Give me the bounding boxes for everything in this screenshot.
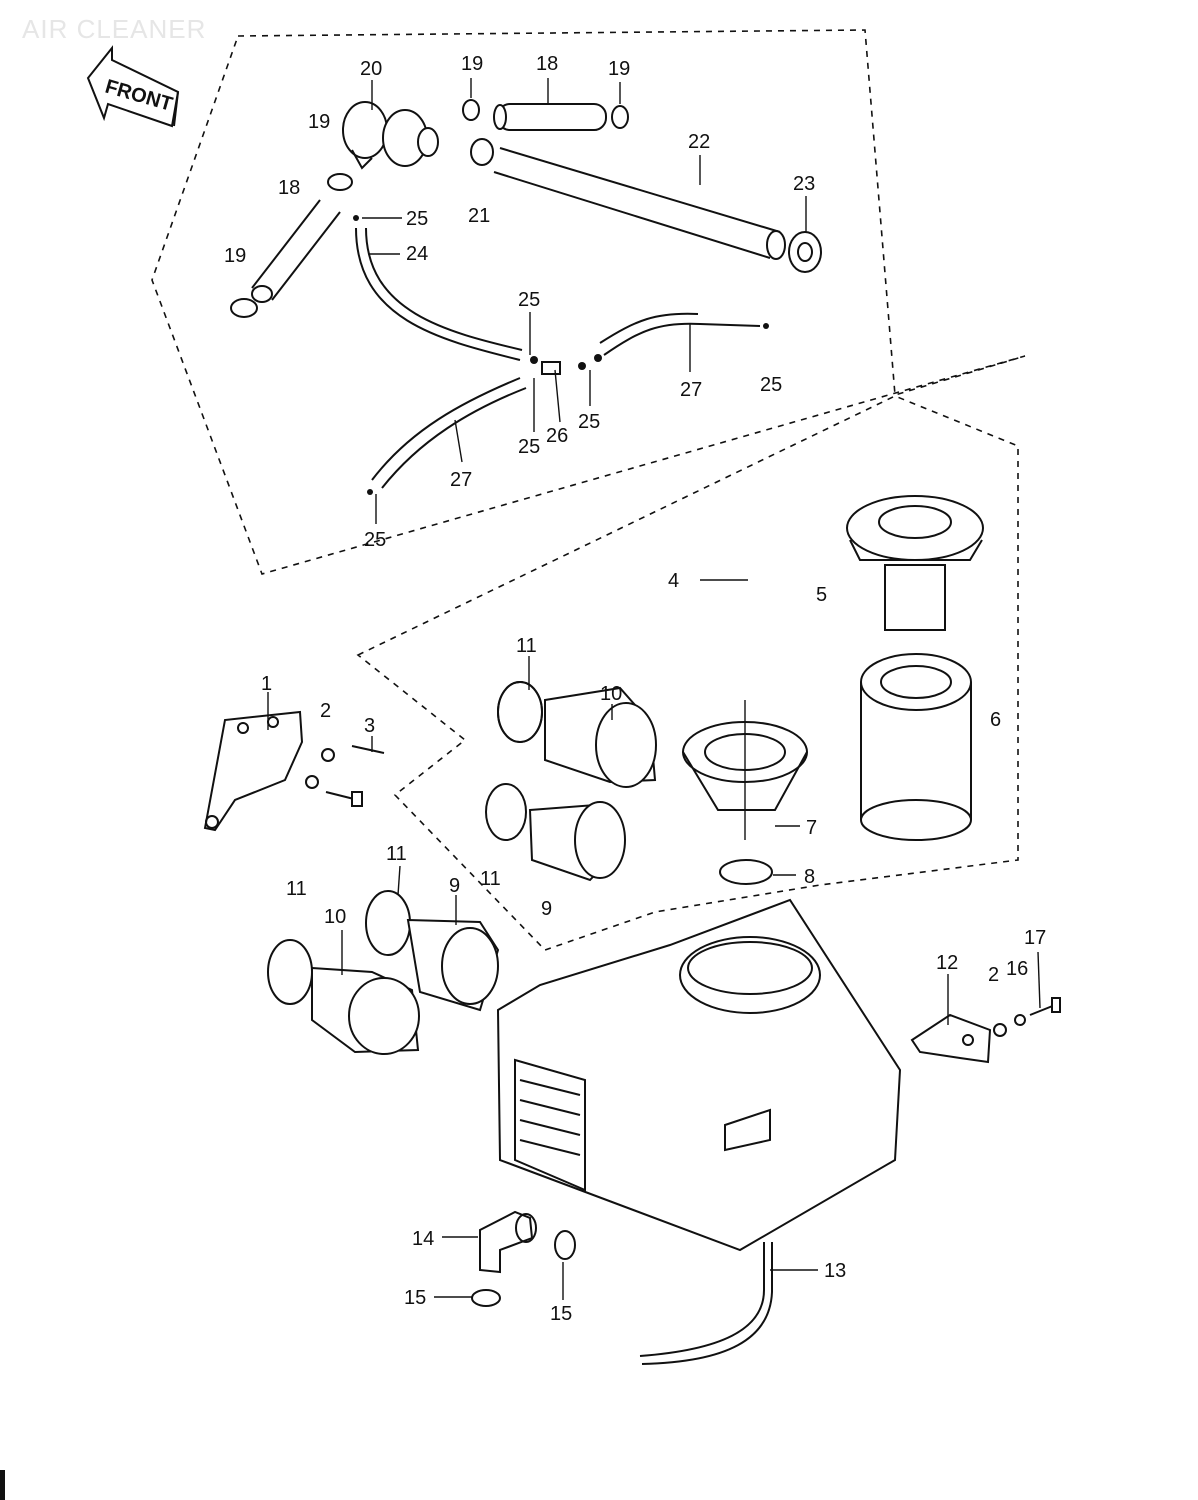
- callout-19: 19: [308, 111, 330, 133]
- page-edge-mark: [0, 1470, 5, 1500]
- callout-17: 17: [1024, 927, 1046, 949]
- grommet-23: [788, 231, 822, 273]
- bolt-17: [1029, 997, 1061, 1016]
- callout-11: 11: [286, 878, 307, 900]
- hose-27-left: [381, 387, 527, 489]
- clamp-19-c: [327, 173, 353, 191]
- callout-13: 13: [824, 1260, 846, 1282]
- callout-10: 10: [600, 683, 622, 705]
- callout-10: 10: [324, 906, 346, 928]
- callout-12: 12: [936, 952, 958, 974]
- callout-3: 3: [364, 715, 375, 737]
- hose-24: [355, 227, 521, 361]
- callout-7: 7: [806, 817, 817, 839]
- callout-25: 25: [578, 411, 600, 433]
- drain-hose-13: [639, 1242, 765, 1357]
- intake-duct-9-upper: [485, 783, 626, 882]
- callout-19: 19: [224, 245, 246, 267]
- callout-8: 8: [804, 866, 815, 888]
- callout-4: 4: [668, 570, 679, 592]
- oring-11-upper: [497, 681, 543, 743]
- callout-25: 25: [760, 374, 782, 396]
- hose-18-left: [251, 199, 341, 303]
- upper-group-outline: [151, 29, 1026, 575]
- callout-18: 18: [536, 53, 558, 75]
- filter-element-6: [860, 653, 972, 841]
- callout-1: 1: [261, 673, 272, 695]
- callout-2: 2: [320, 700, 331, 722]
- callout-18: 18: [278, 177, 300, 199]
- clamp-19-b: [611, 105, 629, 129]
- callout-25: 25: [518, 289, 540, 311]
- callout-9: 9: [449, 875, 460, 897]
- callout-23: 23: [793, 173, 815, 195]
- hose-22: [493, 147, 786, 260]
- front-label: FRONT: [103, 76, 175, 116]
- callout-20: 20: [360, 58, 382, 80]
- lower-group-outline: [356, 395, 1019, 951]
- nut-2-left: [305, 748, 335, 789]
- intake-duct-9-lower: [365, 890, 500, 1012]
- hose-27-right: [603, 322, 761, 356]
- nut-2-right: [993, 1023, 1007, 1037]
- callout-25: 25: [518, 436, 540, 458]
- callout-15: 15: [404, 1287, 426, 1309]
- callout-24: 24: [406, 243, 428, 265]
- callout-11: 11: [480, 868, 501, 890]
- callout-16: 16: [1006, 958, 1028, 980]
- callout-11: 11: [516, 635, 537, 657]
- leader-lines: [267, 78, 1041, 1300]
- callout-27: 27: [680, 379, 702, 401]
- intake-duct-10-lower: [267, 939, 420, 1055]
- callout-14: 14: [412, 1228, 434, 1250]
- elbow-14: [479, 1210, 537, 1274]
- hose-18-top: [493, 103, 607, 131]
- clamp-15-right: [554, 1230, 576, 1260]
- washer-16: [1014, 1014, 1026, 1026]
- front-arrow-icon: FRONT: [86, 45, 180, 128]
- t-fitting-26: [530, 354, 602, 375]
- callout-27: 27: [450, 469, 472, 491]
- clamp-19-a: [462, 99, 480, 121]
- callout-11: 11: [386, 843, 407, 865]
- callout-25: 25: [364, 529, 386, 551]
- callout-6: 6: [990, 709, 1001, 731]
- clamp-15-bottom: [471, 1289, 501, 1307]
- callout-26: 26: [546, 425, 568, 447]
- air-cleaner-case: [496, 898, 902, 1252]
- callout-15: 15: [550, 1303, 572, 1325]
- clamp-21: [470, 138, 494, 166]
- bracket-12: [910, 1013, 992, 1064]
- callout-22: 22: [688, 131, 710, 153]
- bolt-3: [325, 745, 385, 807]
- bracket-1: [203, 710, 304, 832]
- clamp-19-d: [230, 298, 258, 318]
- callout-5: 5: [816, 584, 827, 606]
- cover-5: [846, 495, 984, 631]
- diagram-title: AIR CLEANER: [22, 14, 207, 44]
- callout-19: 19: [608, 58, 630, 80]
- breather-fitting-20: [342, 101, 439, 170]
- element-holder-7: [682, 700, 808, 840]
- callout-9: 9: [541, 898, 552, 920]
- intake-duct-10-upper: [497, 681, 657, 788]
- callout-2: 2: [988, 964, 999, 986]
- seal-8: [719, 859, 773, 885]
- callout-19: 19: [461, 53, 483, 75]
- callout-21: 21: [468, 205, 490, 227]
- callout-25: 25: [406, 208, 428, 230]
